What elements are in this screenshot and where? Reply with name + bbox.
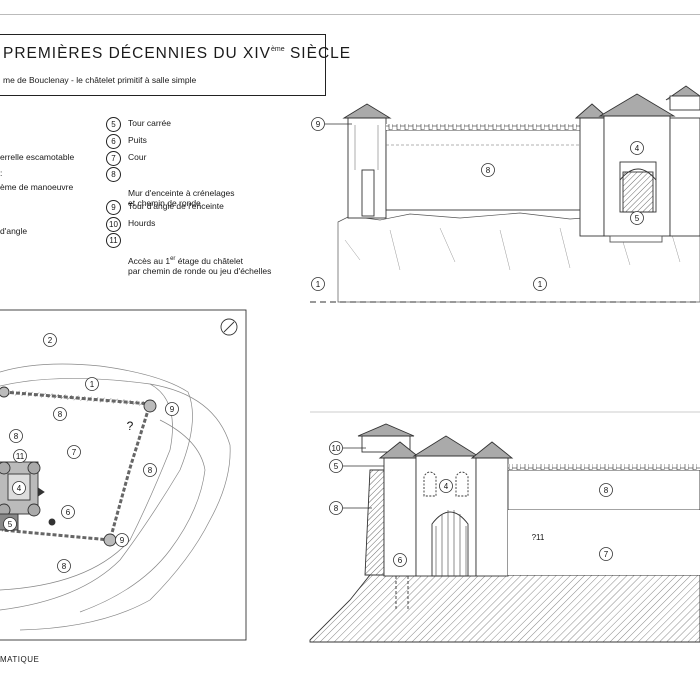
svg-text:4: 4 xyxy=(444,482,449,491)
legend-number: 8 xyxy=(106,167,121,182)
svg-text:8: 8 xyxy=(334,504,339,513)
elevation-bottom-labels: 10 5 8 4 8 ?11 7 6 xyxy=(329,441,613,567)
footer-caption: MATIQUE xyxy=(0,655,40,664)
legend-item: 10 Hourds xyxy=(106,217,313,232)
legend-text: Cour xyxy=(128,152,147,162)
plan-labels: 2 1 8 9 ? 8 11 7 4 8 6 xyxy=(3,333,179,573)
legend-item: 11 Accès au 1er étage du châtelet par ch… xyxy=(106,233,313,276)
svg-text:1: 1 xyxy=(538,280,543,289)
legend-item: 7 Cour xyxy=(106,151,313,166)
legend-number: 7 xyxy=(106,151,121,166)
elevation-top: 9 8 4 5 1 1 xyxy=(310,85,700,303)
svg-text:2: 2 xyxy=(48,336,53,345)
svg-text:9: 9 xyxy=(316,120,321,129)
legend-item: 9 Tour d'angle de l'enceinte xyxy=(106,200,313,215)
page-title: PREMIÈRES DÉCENNIES DU XIVème SIÈCLE xyxy=(3,45,352,62)
svg-text:8: 8 xyxy=(14,432,19,441)
svg-text:9: 9 xyxy=(170,405,175,414)
legend-text: Puits xyxy=(128,135,147,145)
svg-text:4: 4 xyxy=(17,484,22,493)
legend-left-item: : xyxy=(0,168,3,178)
legend-item: 5 Tour carrée xyxy=(106,117,313,132)
svg-text:9: 9 xyxy=(120,536,125,545)
svg-text:6: 6 xyxy=(66,508,71,517)
gatehouse-tower-right xyxy=(475,455,509,577)
legend-text: Tour d'angle de l'enceinte xyxy=(128,201,224,211)
legend-text: Mur d'enceinte à crénelages et chemin de… xyxy=(128,188,235,208)
well-icon xyxy=(48,518,56,526)
svg-text:?11: ?11 xyxy=(532,533,545,542)
top-border-line xyxy=(0,14,700,15)
legend-text: Hourds xyxy=(128,218,156,228)
elevation-bottom: 10 5 8 4 8 ?11 7 6 xyxy=(309,411,700,644)
svg-text:4: 4 xyxy=(635,144,640,153)
legend-number: 5 xyxy=(106,117,121,132)
svg-text:5: 5 xyxy=(635,214,640,223)
svg-text:8: 8 xyxy=(148,466,153,475)
svg-text:8: 8 xyxy=(62,562,67,571)
svg-text:1: 1 xyxy=(316,280,321,289)
svg-text:10: 10 xyxy=(332,444,341,453)
svg-text:8: 8 xyxy=(486,166,491,175)
svg-text:5: 5 xyxy=(8,520,13,529)
legend-item: 6 Puits xyxy=(106,134,313,149)
page-subtitle: me de Bouclenay - le châtelet primitif à… xyxy=(3,75,197,85)
legend-number: 9 xyxy=(106,200,121,215)
legend-number: 11 xyxy=(106,233,121,248)
svg-text:5: 5 xyxy=(334,462,339,471)
svg-text:11: 11 xyxy=(16,452,25,461)
legend-number: 10 xyxy=(106,217,121,232)
legend-left-item: d'angle xyxy=(0,226,28,236)
svg-text:6: 6 xyxy=(398,556,403,565)
title-box: PREMIÈRES DÉCENNIES DU XIVème SIÈCLE me … xyxy=(0,34,350,96)
ground-hatching xyxy=(309,574,700,643)
site-plan: 2 1 8 9 ? 8 11 7 4 8 6 xyxy=(0,309,247,641)
legend-number: 6 xyxy=(106,134,121,149)
legend-item: 8 Mur d'enceinte à crénelages et chemin … xyxy=(106,167,313,208)
legend-left-item: ème de manoeuvre xyxy=(0,182,74,192)
svg-text:?: ? xyxy=(127,419,134,433)
svg-text:1: 1 xyxy=(90,380,95,389)
svg-text:8: 8 xyxy=(604,486,609,495)
legend-text: Accès au 1er étage du châtelet par chemi… xyxy=(128,256,272,276)
legend-text: Tour carrée xyxy=(128,118,171,128)
elevation-top-labels: 9 8 4 5 1 1 xyxy=(311,117,644,291)
svg-text:7: 7 xyxy=(72,448,77,457)
svg-text:7: 7 xyxy=(604,550,609,559)
svg-text:8: 8 xyxy=(58,410,63,419)
gatehouse-tower-left xyxy=(579,117,605,237)
legend-left-item: errelle escamotable xyxy=(0,152,75,162)
